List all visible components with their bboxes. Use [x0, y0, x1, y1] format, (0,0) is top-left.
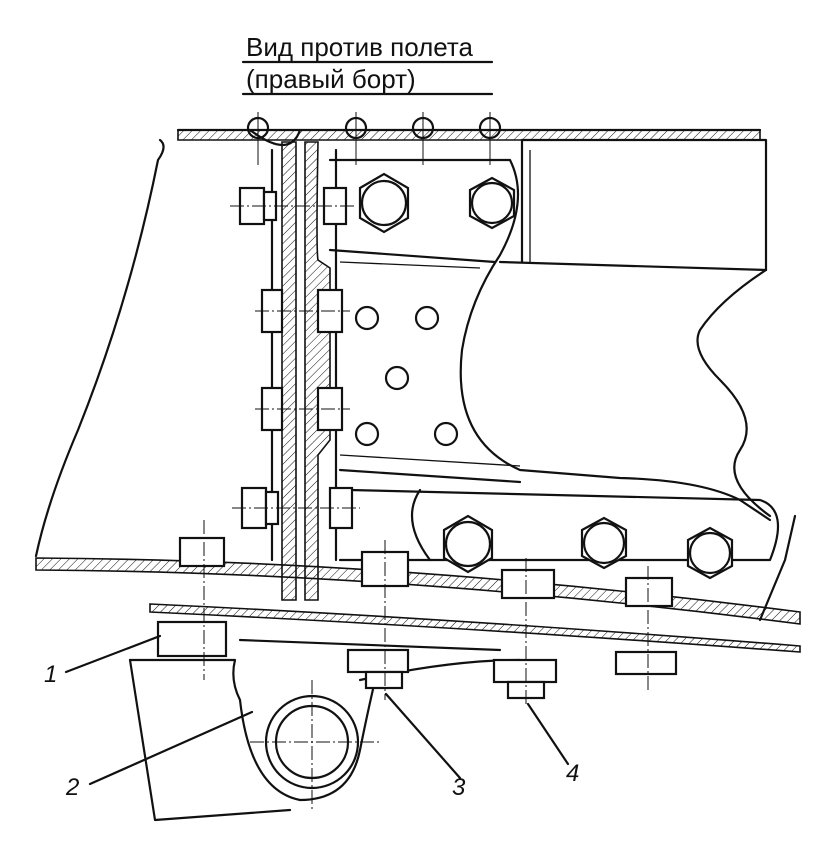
rivet: [354, 421, 380, 447]
lower-beam: [338, 488, 780, 562]
hex-bolt-head: [358, 172, 410, 234]
hex-bolt-head: [468, 176, 516, 230]
callout-2: 2: [66, 774, 80, 801]
view-subtitle: (правый борт): [246, 64, 416, 94]
skin-rivet: [246, 112, 270, 165]
bolt-item-4: [492, 558, 558, 706]
callout-3: 3: [452, 774, 466, 801]
skin-rivet: [344, 112, 368, 165]
frame-bolt: [232, 486, 360, 530]
bolt-item-3: [346, 540, 410, 700]
rivet: [414, 305, 440, 331]
callout-4: 4: [566, 760, 580, 787]
skin-rivet: [411, 112, 435, 165]
break-line: [696, 268, 772, 518]
leader-2: [88, 710, 254, 786]
frame-bolt: [230, 186, 355, 226]
upper-box: [498, 138, 768, 272]
hex-bolt-head: [580, 516, 628, 570]
lug-fitting: [128, 658, 382, 802]
leader-4: [526, 702, 570, 766]
hex-bolt-head: [442, 514, 494, 574]
frame-web: [281, 141, 297, 601]
callout-1: 1: [44, 661, 58, 688]
rivet: [354, 305, 380, 331]
view-title: Вид против полета: [246, 32, 473, 62]
hex-bolt-head: [686, 526, 734, 580]
frame-bolt: [255, 386, 350, 432]
bottom-skin: [149, 603, 801, 653]
leader-1: [64, 634, 162, 674]
rivet: [384, 365, 410, 391]
leader-3: [384, 692, 462, 780]
lug-bushing-outer: [264, 694, 360, 790]
lower-skin: [35, 557, 801, 625]
fitting-plate: [328, 158, 772, 522]
bolt-item-1: [156, 520, 228, 680]
frame-bolt: [255, 288, 350, 334]
frame-outer-contour: [34, 138, 165, 558]
rivet: [433, 421, 459, 447]
bolt: [614, 566, 678, 690]
skin-rivet: [478, 112, 502, 165]
